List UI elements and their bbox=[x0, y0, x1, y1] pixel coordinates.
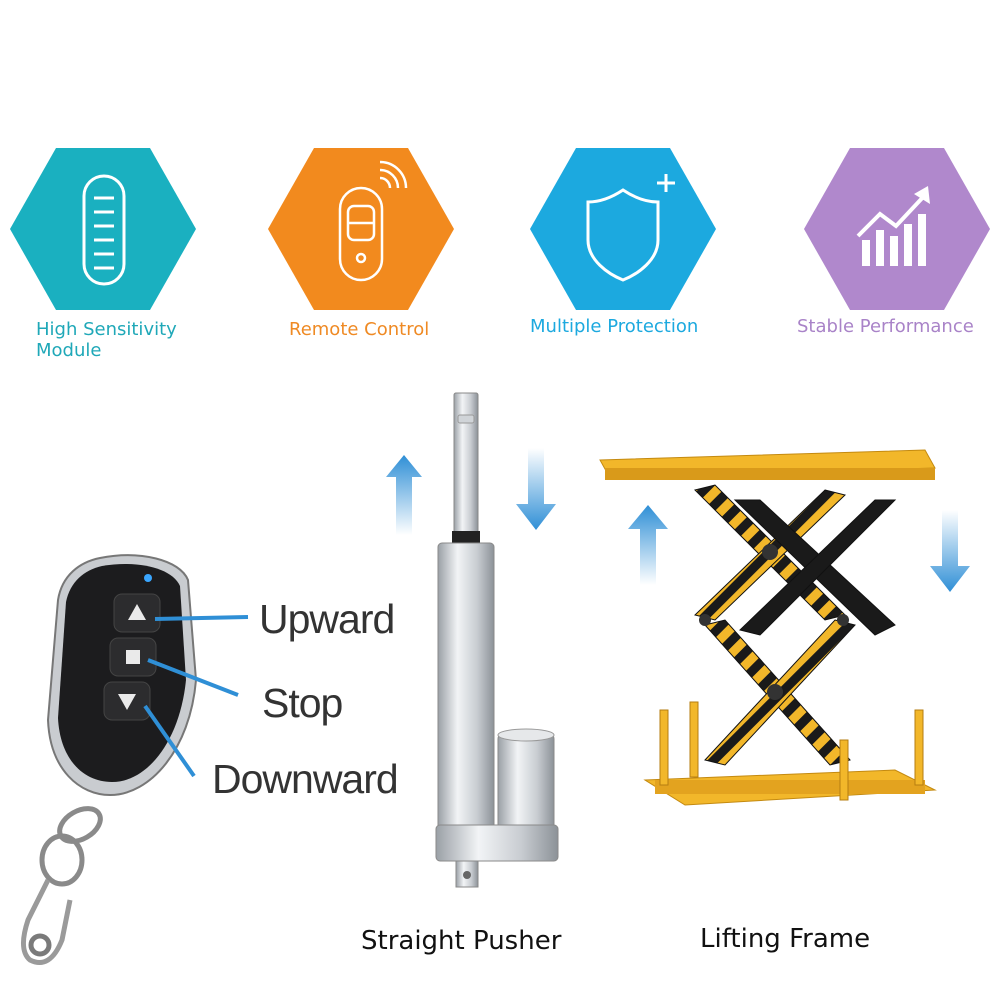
feature-label-stable-performance: Stable Performance bbox=[797, 316, 974, 337]
key-fob-signal-icon bbox=[338, 160, 408, 282]
downward-label: Downward bbox=[212, 756, 399, 802]
feature-label-line1: Stable Performance bbox=[797, 316, 974, 337]
feature-label-line1: High Sensitivity bbox=[36, 319, 177, 340]
feature-label-high-sensitivity: High Sensitivity Module bbox=[36, 319, 177, 361]
remote-control-image bbox=[21, 554, 198, 965]
feature-remote-control bbox=[268, 148, 454, 310]
feature-label-multiple-protection: Multiple Protection bbox=[530, 316, 698, 337]
up-arrow-icon bbox=[386, 455, 422, 535]
feature-label-line2: Module bbox=[36, 340, 102, 361]
pointer-line-upward bbox=[154, 615, 249, 621]
straight-pusher-image bbox=[435, 392, 559, 888]
feature-label-line1: Remote Control bbox=[289, 319, 430, 340]
feature-high-sensitivity bbox=[10, 148, 196, 310]
down-arrow-icon bbox=[930, 510, 970, 592]
feature-label-remote-control: Remote Control bbox=[289, 319, 429, 340]
up-arrow-icon bbox=[628, 505, 668, 585]
lifting-frame-image bbox=[599, 449, 937, 806]
straight-pusher-caption: Straight Pusher bbox=[361, 926, 562, 956]
upward-label: Upward bbox=[259, 596, 395, 642]
pointer-line-stop bbox=[147, 658, 239, 697]
feature-stable-performance bbox=[804, 148, 990, 310]
shield-plus-icon bbox=[586, 174, 675, 282]
growth-chart-icon bbox=[856, 186, 930, 266]
feature-multiple-protection bbox=[530, 148, 716, 310]
stop-label: Stop bbox=[262, 680, 343, 726]
keyring-icon bbox=[21, 806, 103, 965]
remote-outline-icon bbox=[82, 174, 126, 286]
down-arrow-icon bbox=[516, 448, 556, 530]
pointer-line-downward bbox=[143, 704, 196, 778]
feature-label-line1: Multiple Protection bbox=[530, 316, 699, 337]
lifting-frame-caption: Lifting Frame bbox=[700, 924, 871, 954]
